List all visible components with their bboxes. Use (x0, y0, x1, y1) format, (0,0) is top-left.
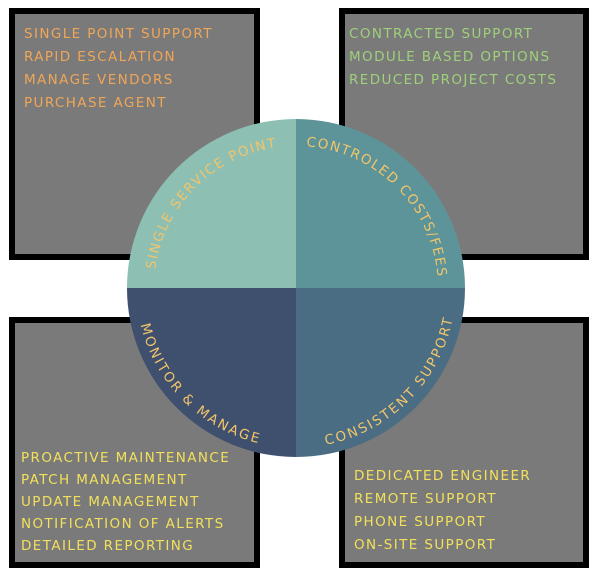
list-item: Reduced Project Costs (349, 72, 558, 88)
quadrant-monitor-manage (127, 288, 296, 457)
contracted-support-list: Contracted Support Module Based Options … (349, 23, 557, 92)
proactive-maintenance-panel: Proactive Maintenance Patch Management U… (9, 317, 260, 568)
list-item: Rapid Escalation (24, 49, 177, 65)
list-item: Proactive Maintenance (21, 450, 231, 466)
list-item: Remote Support (354, 491, 497, 507)
list-item: Module Based Options (349, 49, 551, 65)
quadrant-controled-costs (296, 119, 465, 288)
list-item: Contracted Support (349, 26, 534, 42)
list-item: On-Site Support (354, 537, 497, 553)
list-item: Update Management (21, 494, 200, 510)
list-item: Patch Management (21, 472, 188, 488)
list-item: Single Point Support (24, 26, 213, 42)
list-item: Purchase Agent (24, 95, 167, 111)
quadrant-single-service-point (127, 119, 296, 288)
list-item: Detailed Reporting (21, 538, 195, 554)
list-item: Dedicated Engineer (354, 468, 532, 484)
single-point-support-panel: Single Point Support Rapid Escalation Ma… (9, 8, 260, 260)
list-item: Notification of Alerts (21, 516, 225, 532)
dedicated-engineer-list: Dedicated Engineer Remote Support Phone … (354, 465, 531, 557)
single-point-support-list: Single Point Support Rapid Escalation Ma… (24, 23, 213, 115)
list-item: Phone Support (354, 514, 487, 530)
proactive-maintenance-list: Proactive Maintenance Patch Management U… (21, 447, 230, 557)
list-item: Manage Vendors (24, 72, 174, 88)
quadrant-consistent-support (296, 288, 465, 457)
